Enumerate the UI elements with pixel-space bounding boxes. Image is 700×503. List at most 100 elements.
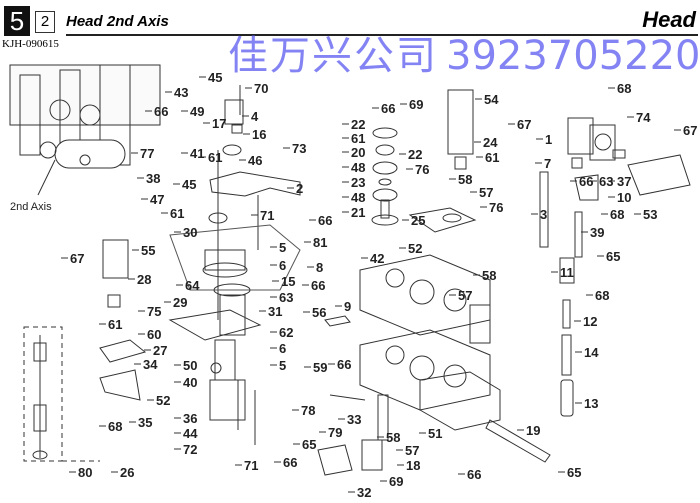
part-callout-57: 57 xyxy=(479,185,493,200)
part-callout-36: 36 xyxy=(183,411,197,426)
part-callout-68: 68 xyxy=(617,81,631,96)
part-callout-65: 65 xyxy=(567,465,581,480)
part-callout-19: 19 xyxy=(526,423,540,438)
inset-label: 2nd Axis xyxy=(10,201,52,213)
part-callout-49: 49 xyxy=(190,104,204,119)
part-callout-17: 17 xyxy=(212,116,226,131)
part-callout-75: 75 xyxy=(147,304,161,319)
part-callout-44: 44 xyxy=(183,426,198,441)
part-callout-8: 8 xyxy=(316,260,323,275)
nozzle-shaft-26 xyxy=(23,326,100,462)
part-callout-42: 42 xyxy=(370,251,384,266)
part-callout-34: 34 xyxy=(143,357,158,372)
part-callout-69: 69 xyxy=(409,97,423,112)
part-callout-37: 37 xyxy=(617,174,631,189)
part-callout-43: 43 xyxy=(174,85,188,100)
part-callout-69: 69 xyxy=(389,474,403,489)
part-callout-32: 32 xyxy=(357,485,371,500)
part-callout-65: 65 xyxy=(606,249,620,264)
part-callout-52: 52 xyxy=(408,241,422,256)
part-callout-65: 65 xyxy=(302,437,316,452)
part-callout-39: 39 xyxy=(590,225,604,240)
part-callout-66: 66 xyxy=(318,213,332,228)
part-callout-66: 66 xyxy=(311,278,325,293)
part-callout-59: 59 xyxy=(313,360,327,375)
part-callout-38: 38 xyxy=(146,171,160,186)
part-callout-74: 74 xyxy=(636,110,651,125)
part-callout-30: 30 xyxy=(183,225,197,240)
part-callout-63: 63 xyxy=(279,290,293,305)
part-callout-66: 66 xyxy=(381,101,395,116)
part-callout-81: 81 xyxy=(313,235,327,250)
part-callout-45: 45 xyxy=(182,177,196,192)
part-callout-68: 68 xyxy=(595,288,609,303)
part-callout-23: 23 xyxy=(351,175,365,190)
part-callout-78: 78 xyxy=(301,403,315,418)
part-callout-22: 22 xyxy=(408,147,422,162)
part-callout-13: 13 xyxy=(584,396,598,411)
part-callout-9: 9 xyxy=(344,299,351,314)
part-callout-51: 51 xyxy=(428,426,442,441)
part-callout-58: 58 xyxy=(386,430,400,445)
part-callout-40: 40 xyxy=(183,375,197,390)
part-callout-26: 26 xyxy=(120,465,134,480)
part-callout-58: 58 xyxy=(482,268,496,283)
part-callout-66: 66 xyxy=(579,174,593,189)
part-callout-45: 45 xyxy=(208,70,222,85)
part-callout-58: 58 xyxy=(458,172,472,187)
motor-53 xyxy=(539,117,691,417)
part-callout-71: 71 xyxy=(244,458,258,473)
part-callout-6: 6 xyxy=(279,258,286,273)
part-callout-72: 72 xyxy=(183,442,197,457)
part-callout-54: 54 xyxy=(484,92,499,107)
part-callout-52: 52 xyxy=(156,393,170,408)
part-callout-25: 25 xyxy=(411,213,425,228)
document-code: KJH-090615 xyxy=(2,38,59,50)
part-callout-66: 66 xyxy=(283,455,297,470)
part-callout-12: 12 xyxy=(583,314,597,329)
category-title: Head xyxy=(642,7,696,32)
part-callout-79: 79 xyxy=(328,425,342,440)
part-callout-56: 56 xyxy=(312,305,326,320)
part-callout-61: 61 xyxy=(485,150,499,165)
part-callout-27: 27 xyxy=(153,343,167,358)
part-callout-61: 61 xyxy=(208,150,222,165)
part-callout-46: 46 xyxy=(248,153,262,168)
part-callout-10: 10 xyxy=(617,190,631,205)
part-callout-61: 61 xyxy=(170,206,184,221)
part-callout-31: 31 xyxy=(268,304,282,319)
part-callout-55: 55 xyxy=(141,243,155,258)
part-callout-80: 80 xyxy=(78,465,92,480)
part-callout-67: 67 xyxy=(70,251,84,266)
part-callout-20: 20 xyxy=(351,145,365,160)
part-callout-2: 2 xyxy=(296,181,303,196)
part-callout-48: 48 xyxy=(351,190,365,205)
part-callout-71: 71 xyxy=(260,208,274,223)
part-callout-60: 60 xyxy=(147,327,161,342)
part-callout-66: 66 xyxy=(154,104,168,119)
part-callout-16: 16 xyxy=(252,127,266,142)
head-shaft-assembly xyxy=(168,224,301,445)
inset-assembly-drawing xyxy=(9,64,161,196)
part-callout-63: 63 xyxy=(599,174,613,189)
section-number: 5 xyxy=(4,6,30,36)
part-callout-50: 50 xyxy=(183,358,197,373)
part-callout-68: 68 xyxy=(610,207,624,222)
bearing-stack xyxy=(371,127,399,226)
header-divider xyxy=(66,34,698,36)
motor-55 xyxy=(99,239,147,401)
sub-section-number: 2 xyxy=(35,11,55,33)
part-callout-73: 73 xyxy=(292,141,306,156)
part-callout-3: 3 xyxy=(540,207,547,222)
part-callout-24: 24 xyxy=(483,135,498,150)
part-callout-67: 67 xyxy=(517,117,531,132)
part-callout-6: 6 xyxy=(279,341,286,356)
part-callout-68: 68 xyxy=(108,419,122,434)
part-callout-66: 66 xyxy=(467,467,481,482)
part-callout-15: 15 xyxy=(281,274,295,289)
part-callout-5: 5 xyxy=(279,358,286,373)
head-housing xyxy=(317,254,551,476)
part-callout-35: 35 xyxy=(138,415,152,430)
part-callout-67: 67 xyxy=(683,123,697,138)
